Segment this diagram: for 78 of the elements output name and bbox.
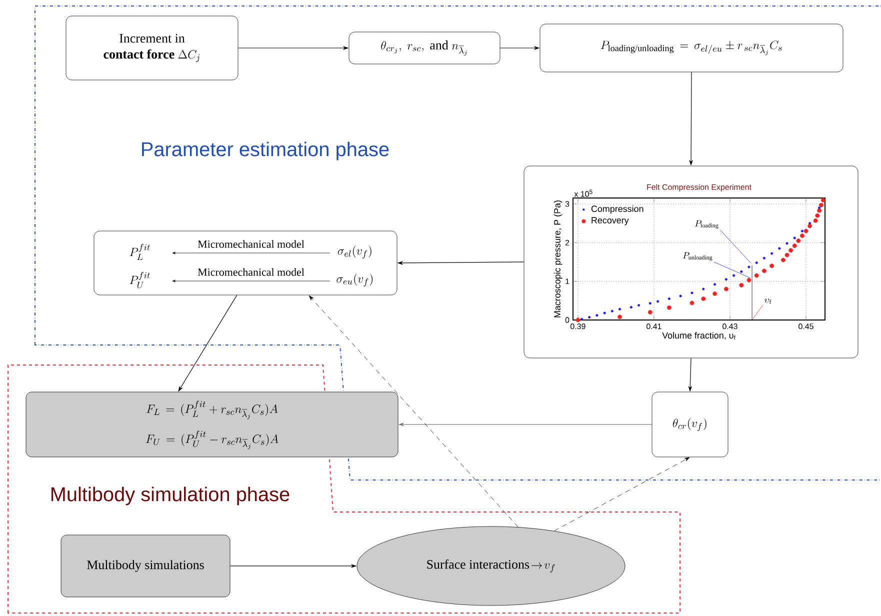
point [618,308,622,310]
point [666,305,672,310]
y-axis-title: Macroscopic pressure, P (Pa) [554,200,562,318]
point [603,312,606,314]
chart-frame [524,166,858,358]
point [588,316,591,319]
point [618,314,622,320]
point [713,283,716,286]
formula-box: $P_{\text{loading/unloading}} \,=\, \sigma_{el/eu} \pm r_{\,sc} n_{\overline{\lambda}_j} C_s$ [540,24,844,72]
process-box: $\theta_{cr}(v_f)$ [652,392,728,458]
legend-label: Compression [591,205,644,214]
point [739,282,744,288]
point [754,273,759,278]
point [819,202,824,208]
arrow-label: Micromechanical model [198,240,304,248]
formula: $F_U \,=\, (P_U^{fit} - r_{sc} n_{\overline{\lambda}_j} C_s)A$ [146,430,278,450]
point [580,318,584,321]
point [815,213,820,218]
point [576,318,580,322]
point [788,248,793,253]
point [668,297,670,300]
point [724,278,728,281]
arrow [554,457,690,532]
point [804,228,808,234]
legend-label: Recovery [592,217,629,226]
point [793,236,796,240]
point [770,264,774,268]
point [740,270,743,273]
point [800,230,804,232]
point [746,278,752,282]
point [780,258,786,262]
phase-title: Parameter estimation phase [142,142,389,160]
point [596,314,598,317]
arrow-label: Micromechanical model [198,268,304,276]
point [679,294,682,298]
point [702,288,705,290]
annotation: $\upsilon_{\mathrm{f}}$ [764,298,772,304]
process-box: Increment in contact force $\Delta C_j$ [66,16,238,80]
point [786,242,788,245]
annotation: $P_{\mathrm{unloading}}$ [682,252,712,261]
point [656,300,660,303]
point [817,208,822,213]
point [762,268,766,274]
process-box: $\theta_{cr_j},\ r_{sc},\ \text{and}\ n_{\overline{\lambda}_j}$ [348,32,500,64]
point [637,304,640,307]
point [770,252,774,255]
point [690,300,694,306]
arrow [308,295,518,528]
point [778,247,781,250]
phase-title: Multibody simulation phase [51,486,290,506]
formula: $\sigma_{el}(v_f)$ [338,246,372,258]
point [808,222,812,225]
point [800,233,804,238]
formula: $P_U^{fit}$ [130,272,150,288]
point [796,238,801,243]
point [724,286,728,292]
point [648,310,652,314]
formula: $\sigma_{eu}(v_f)$ [336,274,373,286]
process-box: Multibody simulations [60,534,230,598]
point [630,306,632,309]
point [755,261,758,264]
point [762,256,766,260]
formula: $F_L \,=\, (P_L^{fit} + r_{sc} n_{\overline{\lambda}_j} C_s)A$ [146,400,278,420]
point [701,296,706,301]
point [808,224,812,228]
point [648,302,652,305]
point [792,244,797,248]
point [784,252,790,258]
point [820,198,826,202]
point [712,291,717,296]
point [813,218,818,223]
x-axis-title: Volume fraction, υ$_{f}$ [662,332,736,340]
point [732,274,736,277]
point [748,266,750,268]
point [690,292,694,294]
formula: $P_L^{fit}$ [130,244,150,260]
annotation: $P_{\mathrm{loading}}$ [694,220,718,229]
point [610,310,614,312]
